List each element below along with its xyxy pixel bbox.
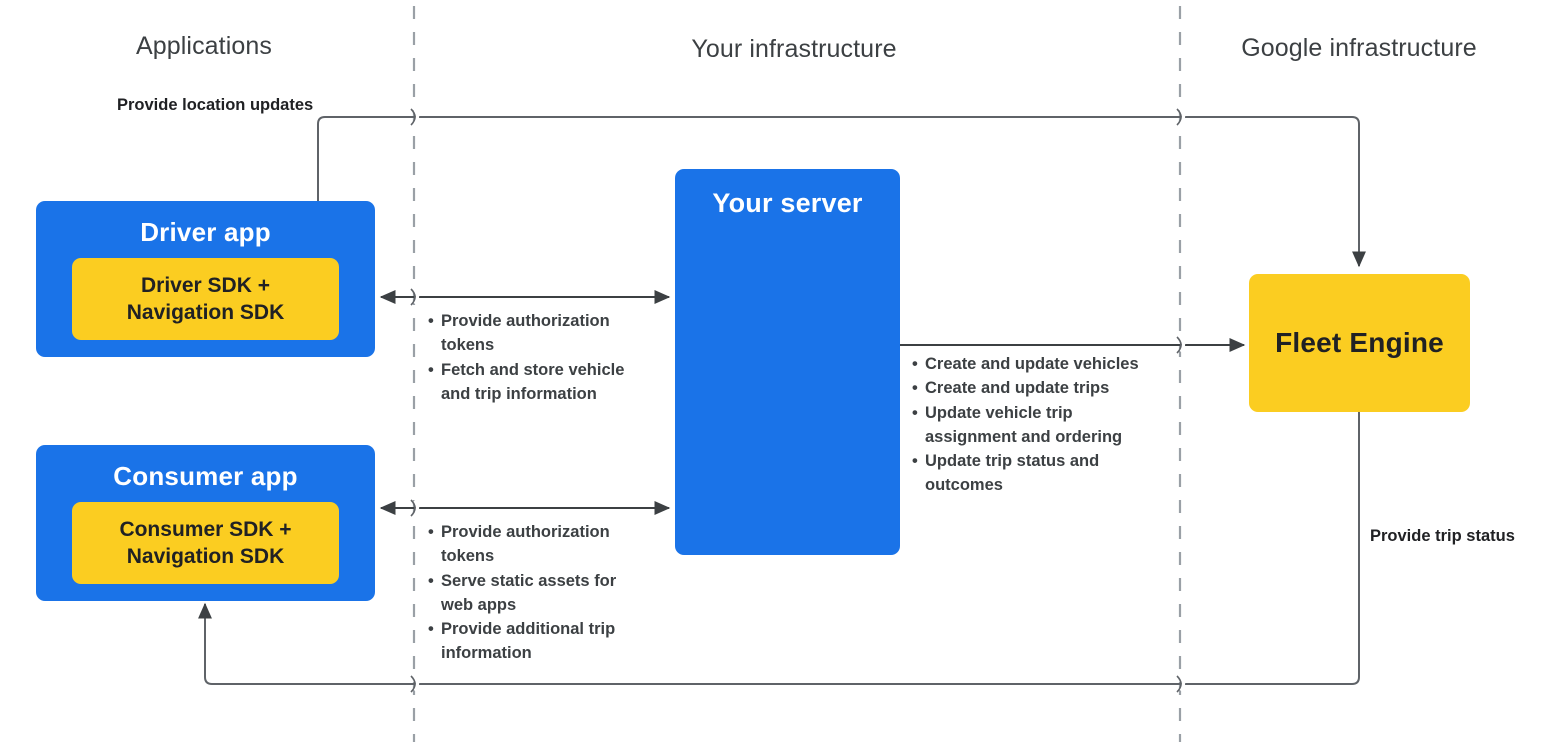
your-server-title: Your server <box>712 188 863 218</box>
bullet-item: Update trip status and outcomes <box>912 449 1160 498</box>
driver-app-title: Driver app <box>140 217 271 247</box>
node-your-server[interactable]: Your server <box>675 169 900 555</box>
node-consumer-app[interactable]: Consumer app Consumer SDK + Navigation S… <box>36 445 375 601</box>
edge-consumer-app-server <box>379 499 671 517</box>
bullets-consumer-app-server: Provide authorization tokens Serve stati… <box>428 520 623 666</box>
node-consumer-sdk[interactable]: Consumer SDK + Navigation SDK <box>72 502 339 584</box>
bullet-item: Provide authorization tokens <box>428 309 653 358</box>
bullets-driver-app-server: Provide authorization tokens Fetch and s… <box>428 309 653 406</box>
bullet-item: Serve static assets for web apps <box>428 569 623 618</box>
node-driver-app[interactable]: Driver app Driver SDK + Navigation SDK <box>36 201 375 357</box>
bullet-item: Provide authorization tokens <box>428 520 623 569</box>
node-fleet-engine[interactable]: Fleet Engine <box>1249 274 1470 412</box>
bullets-server-fleet-engine: Create and update vehicles Create and up… <box>912 352 1160 498</box>
column-header-google-infrastructure: Google infrastructure <box>1241 34 1477 62</box>
edge-label-provide-trip-status: Provide trip status <box>1370 527 1515 545</box>
column-header-applications: Applications <box>135 32 273 60</box>
bullet-item: Create and update trips <box>912 376 1160 401</box>
driver-sdk-line-2: Navigation SDK <box>126 301 285 324</box>
bullet-item: Provide additional trip information <box>428 617 623 666</box>
consumer-app-title: Consumer app <box>113 461 298 491</box>
edge-driver-app-server <box>379 288 671 306</box>
edge-server-fleet-engine <box>900 336 1246 354</box>
consumer-sdk-line-1: Consumer SDK + <box>119 517 292 541</box>
node-driver-sdk[interactable]: Driver SDK + Navigation SDK <box>72 258 339 340</box>
consumer-sdk-line-2: Navigation SDK <box>126 545 285 568</box>
column-header-your-infrastructure: Your infrastructure <box>691 35 897 63</box>
driver-sdk-line-1: Driver SDK + <box>141 273 270 297</box>
fleet-engine-title: Fleet Engine <box>1275 327 1444 358</box>
bullet-item: Update vehicle trip assignment and order… <box>912 401 1160 450</box>
bullet-item: Create and update vehicles <box>912 352 1160 377</box>
bullet-item: Fetch and store vehicle and trip informa… <box>428 358 653 407</box>
edge-label-provide-location-updates: Provide location updates <box>117 96 314 114</box>
